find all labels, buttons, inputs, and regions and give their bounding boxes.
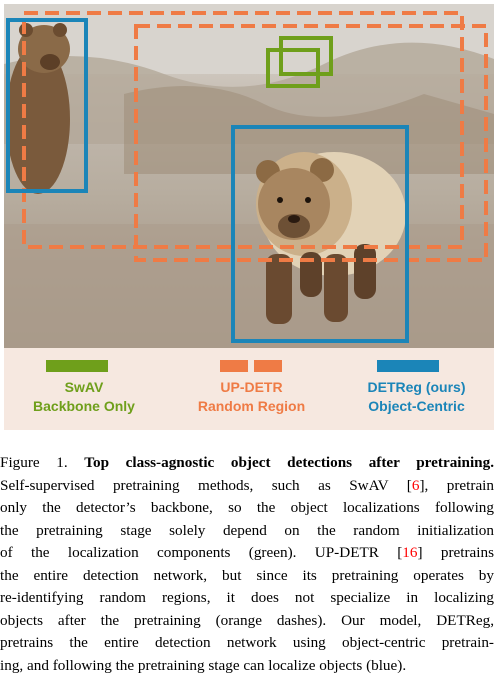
caption-line-1: Figure 1. Top class-agnostic object dete…: [0, 452, 494, 475]
legend-item-detreg: DETReg (ours) Object-Centric: [339, 348, 494, 430]
caption-text: of the localization components (green). …: [0, 544, 403, 561]
bear-photo: [4, 4, 494, 348]
citation-link[interactable]: 6: [411, 476, 420, 494]
legend-item-swav: SwAV Backbone Only: [4, 348, 164, 430]
caption-line-5: of the localization components (green). …: [0, 542, 494, 565]
caption-line-3: only the detector’s backbone, so the obj…: [0, 499, 494, 516]
shrubs: [124, 86, 494, 174]
citation-link[interactable]: 16: [402, 544, 418, 561]
legend-swatch-updetr-a: [220, 360, 248, 372]
caption-title: Top class-agnostic object detections aft…: [84, 454, 495, 471]
caption-label: Figure 1.: [0, 454, 68, 471]
detreg-box-main-bear: [231, 125, 409, 343]
caption-line-9: pretrains the entire detection network u…: [0, 634, 494, 651]
detreg-box-left-bear: [6, 18, 88, 193]
caption-text: ], pretrain: [419, 476, 494, 494]
caption-text: ] pretrains: [417, 544, 494, 561]
legend: SwAV Backbone Only UP-DETR Random Region…: [4, 348, 494, 430]
caption-text: Self-supervised pretraining methods, suc…: [0, 476, 412, 494]
caption-line-2: Self-supervised pretraining methods, suc…: [0, 475, 494, 498]
updetr-box-2: [134, 24, 488, 262]
legend-swatch-updetr-b: [254, 360, 282, 372]
photo-drawing: [4, 4, 494, 348]
legend-swatch-detreg: [377, 360, 439, 372]
legend-label-updetr: UP-DETR Random Region: [197, 379, 306, 414]
legend-item-updetr: UP-DETR Random Region: [164, 348, 339, 430]
caption-line-7: re-identifying random regions, it does n…: [0, 589, 494, 606]
left-bear: [6, 23, 70, 194]
legend-swatch-swav: [46, 360, 108, 372]
swav-box-2: [279, 36, 333, 76]
gravel-ground: [4, 224, 494, 348]
legend-label-swav: SwAV Backbone Only: [33, 379, 135, 414]
updetr-box-1: [22, 11, 464, 249]
swav-box-1: [266, 48, 320, 88]
caption-line-4: the pretraining stage solely depend on t…: [0, 521, 494, 539]
legend-label-detreg: DETReg (ours) Object-Centric: [367, 379, 466, 414]
caption-line-8: objects after the pretraining (orange da…: [0, 611, 494, 629]
caption-line-6: the entire detection network, but since …: [0, 566, 494, 584]
caption-line-10: ing, and following the pretraining stage…: [0, 656, 407, 674]
figure-caption: Figure 1. Top class-agnostic object dete…: [0, 452, 494, 677]
